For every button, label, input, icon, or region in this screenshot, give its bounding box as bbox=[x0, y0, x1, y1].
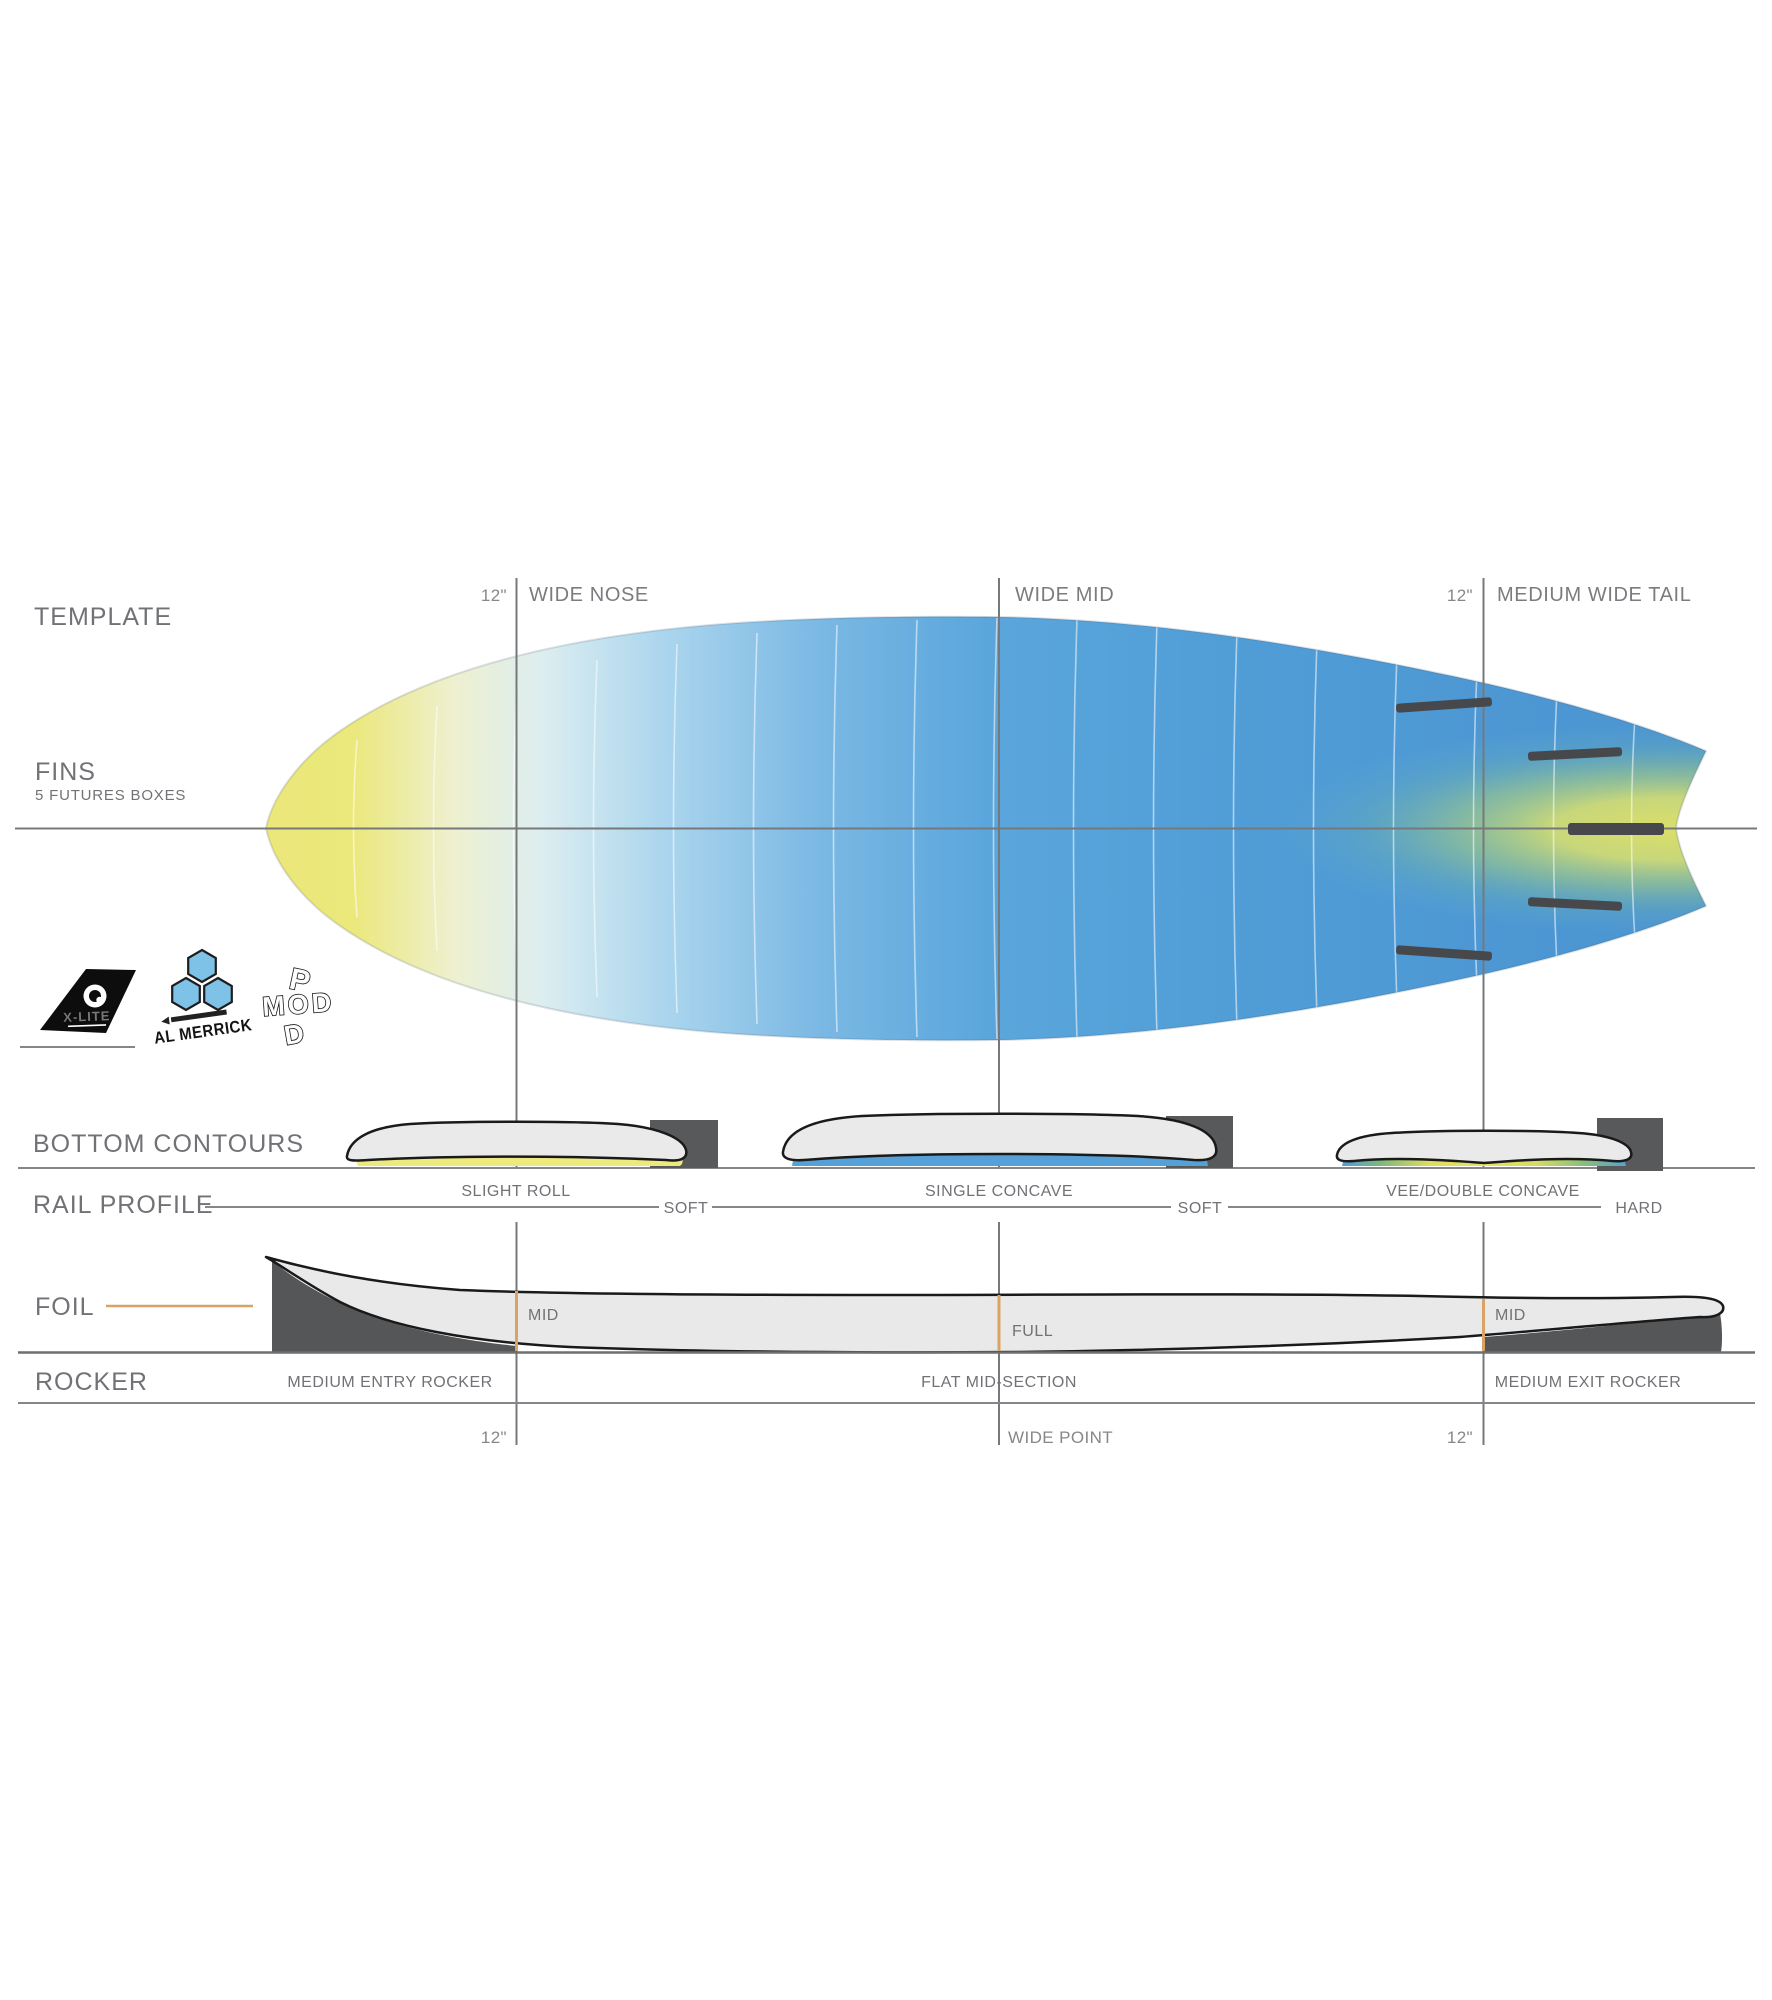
foil-mid-nose-label: MID bbox=[528, 1307, 559, 1324]
foil-full-label: FULL bbox=[1012, 1323, 1053, 1340]
rail-profile-header: RAIL PROFILE bbox=[33, 1191, 214, 1219]
tail-offset-label: 12" bbox=[1447, 586, 1473, 605]
flat-mid-section-label: FLAT MID-SECTION bbox=[921, 1374, 1077, 1391]
contour-mid-hull bbox=[781, 1112, 1218, 1162]
exit-rocker-shade bbox=[1484, 1309, 1723, 1352]
bottom-contours-section: BOTTOM CONTOURS SLIGHT ROLL SINGLE CONCA… bbox=[18, 1112, 1755, 1200]
rail-profile-section: RAIL PROFILE SOFT SOFT HARD bbox=[33, 1191, 1662, 1219]
medium-wide-tail-label: MEDIUM WIDE TAIL bbox=[1497, 584, 1691, 606]
ci-hexagon-bottom-left bbox=[171, 976, 201, 1012]
foil-mid-tail-label: MID bbox=[1495, 1307, 1526, 1324]
foil-header: FOIL bbox=[35, 1293, 95, 1321]
medium-exit-rocker-label: MEDIUM EXIT ROCKER bbox=[1495, 1374, 1682, 1391]
bottom-contours-header: BOTTOM CONTOURS bbox=[33, 1130, 304, 1158]
fin-box-rear-top bbox=[1527, 747, 1623, 761]
ci-hexagon-bottom-right bbox=[203, 976, 233, 1012]
ci-hexagon-top bbox=[187, 948, 217, 984]
rocker-section: ROCKER MEDIUM ENTRY ROCKER FLAT MID-SECT… bbox=[18, 1351, 1755, 1404]
wide-mid-label: WIDE MID bbox=[1015, 584, 1114, 606]
vee-double-concave-label: VEE/DOUBLE CONCAVE bbox=[1386, 1183, 1580, 1200]
template-header: TEMPLATE bbox=[34, 603, 172, 631]
nose-offset-label: 12" bbox=[481, 586, 507, 605]
scale-tail-offset: 12" bbox=[1447, 1428, 1473, 1447]
fin-box-front-top bbox=[1396, 697, 1492, 713]
logo-block: X-LITE AL MERRICK P MOD D bbox=[20, 948, 337, 1052]
fins-header: FINS bbox=[35, 758, 96, 786]
rail-hard-tail-label: HARD bbox=[1615, 1200, 1662, 1217]
guide-lines bbox=[15, 578, 1757, 1445]
podmod-letters-mod: MOD bbox=[261, 987, 335, 1022]
xlite-tagline-bar bbox=[68, 1024, 107, 1028]
fin-box-rear-bottom bbox=[1527, 897, 1623, 911]
rail-soft-nose-label: SOFT bbox=[664, 1200, 709, 1217]
contour-tail-hull bbox=[1335, 1129, 1633, 1165]
xlite-wordmark: X-LITE bbox=[63, 1008, 111, 1025]
fin-box-center bbox=[1568, 823, 1664, 835]
foil-profile bbox=[264, 1255, 1725, 1354]
bottom-scale-row: 12" WIDE POINT 12" bbox=[481, 1428, 1473, 1447]
ci-stamp-mark bbox=[161, 1009, 227, 1025]
podmod-letter-d: D bbox=[282, 1018, 306, 1051]
template-row: TEMPLATE 12" WIDE NOSE WIDE MID 12" MEDI… bbox=[34, 584, 1691, 631]
rocker-header: ROCKER bbox=[35, 1368, 148, 1396]
rail-soft-mid-label: SOFT bbox=[1178, 1200, 1223, 1217]
slight-roll-label: SLIGHT ROLL bbox=[461, 1183, 570, 1200]
foil-section: FOIL MID FULL MID bbox=[35, 1255, 1725, 1354]
fins-caption: FINS 5 FUTURES BOXES bbox=[35, 758, 186, 804]
fins-subtitle: 5 FUTURES BOXES bbox=[35, 787, 186, 804]
wide-nose-label: WIDE NOSE bbox=[529, 584, 649, 606]
wide-point-label: WIDE POINT bbox=[1008, 1428, 1113, 1447]
entry-rocker-shade bbox=[272, 1261, 517, 1352]
pod-mod-logo: P MOD D bbox=[261, 962, 337, 1052]
medium-entry-rocker-label: MEDIUM ENTRY ROCKER bbox=[287, 1374, 492, 1391]
contour-nose-hull bbox=[345, 1120, 688, 1162]
fin-box-front-bottom bbox=[1396, 945, 1492, 961]
single-concave-label: SINGLE CONCAVE bbox=[925, 1183, 1073, 1200]
xlite-logo: X-LITE bbox=[20, 969, 136, 1048]
fin-boxes bbox=[1396, 697, 1664, 961]
xlite-swoosh-icon-dot bbox=[96, 996, 103, 1004]
scale-nose-offset: 12" bbox=[481, 1428, 507, 1447]
channel-islands-logo: AL MERRICK bbox=[153, 948, 253, 1048]
